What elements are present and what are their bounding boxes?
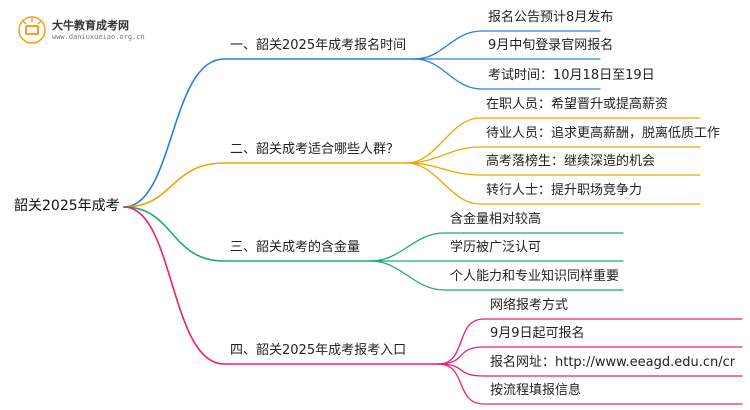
connector-root-to-branch-2 [123, 162, 408, 208]
leaf-1-1: 报名公告预计8月发布 [488, 10, 614, 25]
branch-label-2: 二、韶关成考适合哪些人群？ [230, 142, 400, 157]
connector-branch-1-leaf-1 [413, 30, 601, 60]
book-logo-icon [18, 16, 46, 44]
connector-branch-1-leaf-3 [413, 58, 601, 90]
branch-label-4: 四、韶关2025年成考报考入口 [230, 343, 407, 358]
leaf-2-1: 在职人员：希望晋升或提高薪资 [486, 97, 669, 112]
leaf-3-1: 含金量相对较高 [450, 212, 542, 227]
logo-url: www.daniuxueiao.org.cn [52, 33, 145, 41]
leaf-1-2: 9月中旬登录官网报名 [488, 38, 614, 53]
root-node: 韶关2025年成考 [14, 198, 120, 214]
leaf-3-2: 学历被广泛认可 [450, 240, 542, 255]
connector-branch-3-leaf-3 [370, 260, 624, 291]
logo-title: 大牛教育成考网 [52, 19, 129, 32]
leaf-2-4: 转行人士：提升职场竞争力 [486, 183, 643, 198]
site-logo: 大牛教育成考网 www.daniuxueiao.org.cn [18, 14, 168, 48]
connector-root-to-branch-4 [123, 206, 439, 365]
leaf-3-3: 个人能力和专业知识同样重要 [450, 269, 620, 284]
connector-branch-4-leaf-2 [437, 346, 743, 365]
leaf-4-2: 9月9日起可报名 [490, 326, 585, 341]
connector-branch-2-leaf-3 [406, 162, 701, 176]
connector-branch-2-leaf-4 [406, 162, 701, 205]
leaf-2-2: 待业人员：追求更高薪酬，脱离低质工作 [486, 126, 721, 141]
connector-branch-4-leaf-1 [437, 318, 743, 365]
leaf-4-3: 报名网址：http://www.eeagd.edu.cn/cr [490, 355, 736, 370]
connector-branch-4-leaf-3 [437, 363, 743, 377]
connector-branch-4-leaf-4 [437, 363, 743, 405]
leaf-4-1: 网络报考方式 [490, 298, 569, 313]
connector-branch-2-leaf-2 [406, 146, 701, 164]
connector-root-to-branch-3 [123, 206, 372, 262]
leaf-4-4: 按流程填报信息 [490, 383, 582, 398]
connector-root-to-branch-1 [123, 58, 415, 208]
leaf-2-3: 高考落榜生：继续深造的机会 [486, 154, 656, 169]
connector-branch-3-leaf-1 [370, 232, 624, 262]
branch-label-1: 一、韶关2025年成考报名时间 [230, 38, 407, 53]
branch-label-3: 三、韶关成考的含金量 [230, 240, 361, 255]
connector-branch-2-leaf-1 [406, 117, 701, 164]
leaf-1-3: 考试时间：10月18日至19日 [488, 68, 655, 83]
